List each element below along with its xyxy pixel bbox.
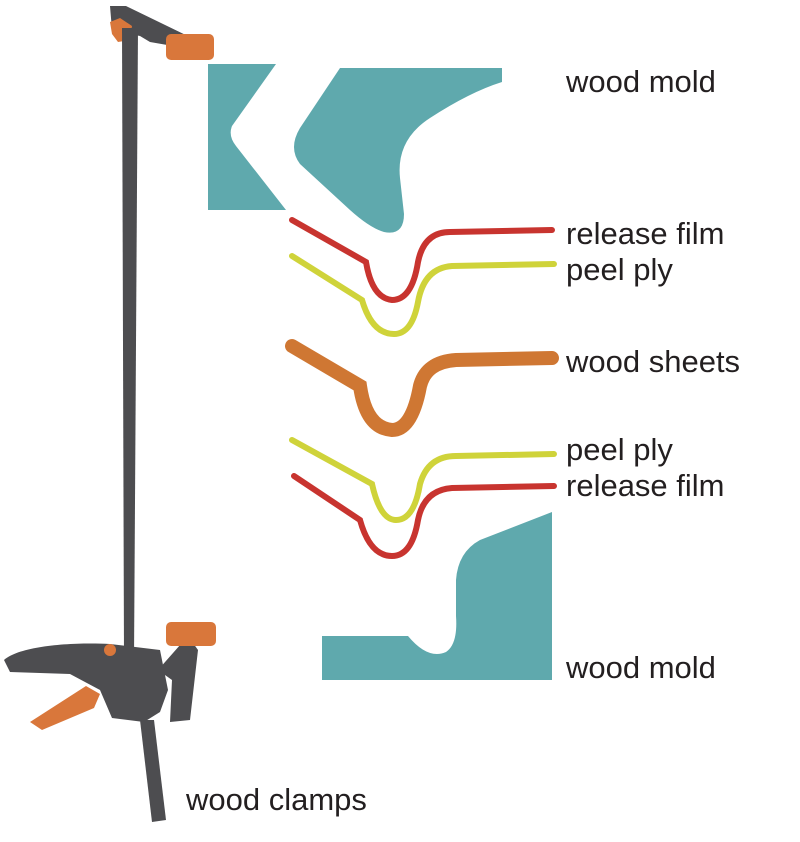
clamp-bar [122, 28, 138, 660]
release-film-bottom-layer [291, 473, 557, 560]
clamp-handle [4, 643, 168, 722]
top-mold-left-block [208, 64, 286, 210]
top-mold-label: wood mold [566, 64, 716, 99]
release-film-top-layer [289, 217, 555, 304]
top-mold-punch [294, 68, 502, 233]
clamp-tail [140, 720, 166, 822]
peel-ply-top-layer [289, 253, 557, 338]
clamp-bottom-pad [166, 622, 216, 646]
release-film-bottom-label: release film [566, 468, 725, 503]
peel-ply-bottom-label: peel ply [566, 432, 673, 467]
clamp-bottom-jaw [158, 636, 198, 722]
clamp-top-pad [166, 34, 214, 60]
top-mold [208, 64, 502, 233]
bottom-mold [322, 512, 552, 680]
peel-ply-bottom-layer [289, 437, 557, 524]
clamps-label: wood clamps [186, 782, 367, 817]
wood-sheets-layer [285, 339, 559, 438]
wood-sheets-label: wood sheets [566, 344, 741, 379]
release-film-top-label: release film [566, 216, 725, 251]
bottom-mold-label: wood mold [566, 650, 716, 685]
clamp-release-button [104, 644, 116, 656]
bar-clamp-icon [4, 6, 216, 822]
clamp-trigger [30, 686, 100, 730]
peel-ply-top-label: peel ply [566, 252, 673, 287]
